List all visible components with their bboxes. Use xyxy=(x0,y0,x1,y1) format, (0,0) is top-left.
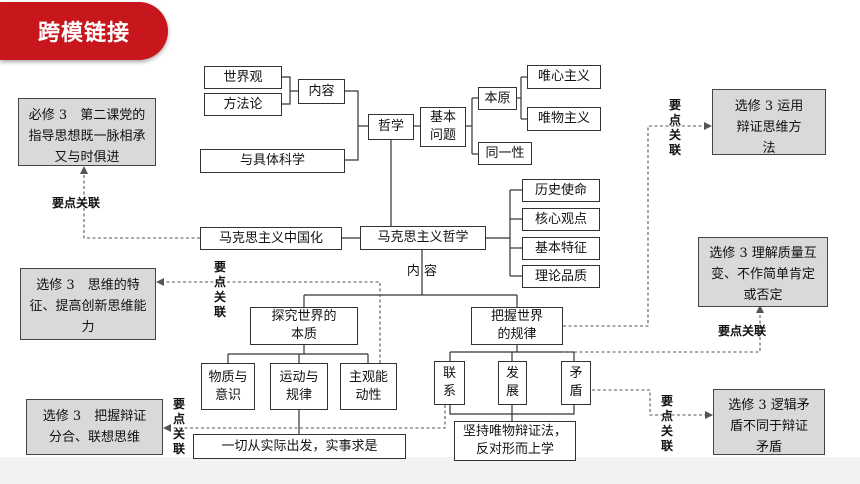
bottom-bar xyxy=(0,457,860,484)
side-bixiu3: 必修 3 第二课党的指导思想既一脉相承又与时俱进 xyxy=(18,98,156,166)
arrowhead xyxy=(80,166,88,174)
node-fazhan: 发展 xyxy=(498,361,527,405)
connector xyxy=(345,90,359,161)
node-lishi-shiming: 历史使命 xyxy=(522,179,600,202)
link-label-vertical: 要点关联 xyxy=(660,394,673,453)
node-jianchi: 坚持唯物辩证法，反对形而上学 xyxy=(454,421,576,461)
node-mks-zhexue: 马克思主义哲学 xyxy=(360,226,486,250)
arrowhead xyxy=(704,122,712,130)
dashed-link xyxy=(161,281,381,363)
dashed-link xyxy=(168,405,446,429)
side-xuanxiu3-bawo: 选修 3 把握辩证分合、联想思维 xyxy=(26,399,163,455)
arrowhead xyxy=(163,424,171,432)
side-xuanxiu3-lijie: 选修 3 理解质量互变、不作简单肯定或否定 xyxy=(698,237,828,307)
node-juti-kexue: 与具体科学 xyxy=(200,149,345,173)
node-neirong-top: 内容 xyxy=(298,79,345,104)
arrowhead xyxy=(705,411,713,419)
arrowhead xyxy=(756,305,764,313)
dashed-link xyxy=(83,171,200,239)
link-label: 要点关联 xyxy=(718,324,767,338)
node-jiben-wenti: 基本问题 xyxy=(420,107,466,147)
title-badge: 跨模链接 xyxy=(0,2,168,60)
node-neirong-mid: 内 容 xyxy=(406,264,438,279)
link-label-vertical: 要点关联 xyxy=(213,260,226,319)
link-label-vertical: 要点关联 xyxy=(172,397,185,456)
node-zhexue: 哲学 xyxy=(368,114,414,140)
link-label: 要点关联 xyxy=(52,196,101,210)
node-lianxi: 联系 xyxy=(434,361,465,405)
node-hexin-guandian: 核心观点 xyxy=(522,208,600,231)
node-weixin: 唯心主义 xyxy=(527,65,601,89)
dashed-link xyxy=(563,125,707,327)
node-wuzhi: 物质与意识 xyxy=(201,363,255,410)
badge-title: 跨模链接 xyxy=(37,21,130,46)
node-fangfalun: 方法论 xyxy=(204,93,282,116)
side-xuanxiu3-luoji: 选修 3 逻辑矛盾不同于辩证矛盾 xyxy=(713,389,825,455)
node-yundong: 运动与规律 xyxy=(270,363,328,410)
side-xuanxiu3-siwei: 选修 3 思维的特征、提高创新思维能力 xyxy=(20,268,156,340)
node-jiben-tezheng: 基本特征 xyxy=(522,237,600,260)
node-maodun: 矛盾 xyxy=(561,361,591,405)
arrowhead xyxy=(156,278,164,286)
node-lilun-pinzhi: 理论品质 xyxy=(522,265,600,288)
node-bawo: 把握世界的规律 xyxy=(471,307,563,345)
dashed-link xyxy=(592,389,708,416)
node-mks-zhongguohua: 马克思主义中国化 xyxy=(200,227,342,250)
connector xyxy=(282,76,291,105)
node-tanjiu: 探究世界的本质 xyxy=(250,307,358,345)
node-tongyixing: 同一性 xyxy=(478,142,532,165)
node-benyuan: 本原 xyxy=(478,87,517,110)
node-zhuguan: 主观能动性 xyxy=(340,363,397,410)
node-weiwu: 唯物主义 xyxy=(527,107,601,131)
node-shijieguan: 世界观 xyxy=(204,66,282,89)
side-xuanxiu3-yunyong: 选修 3 运用辩证思维方法 xyxy=(712,89,826,156)
link-label-vertical: 要点关联 xyxy=(668,98,681,157)
node-shishi: 一切从实际出发，实事求是 xyxy=(193,434,406,459)
